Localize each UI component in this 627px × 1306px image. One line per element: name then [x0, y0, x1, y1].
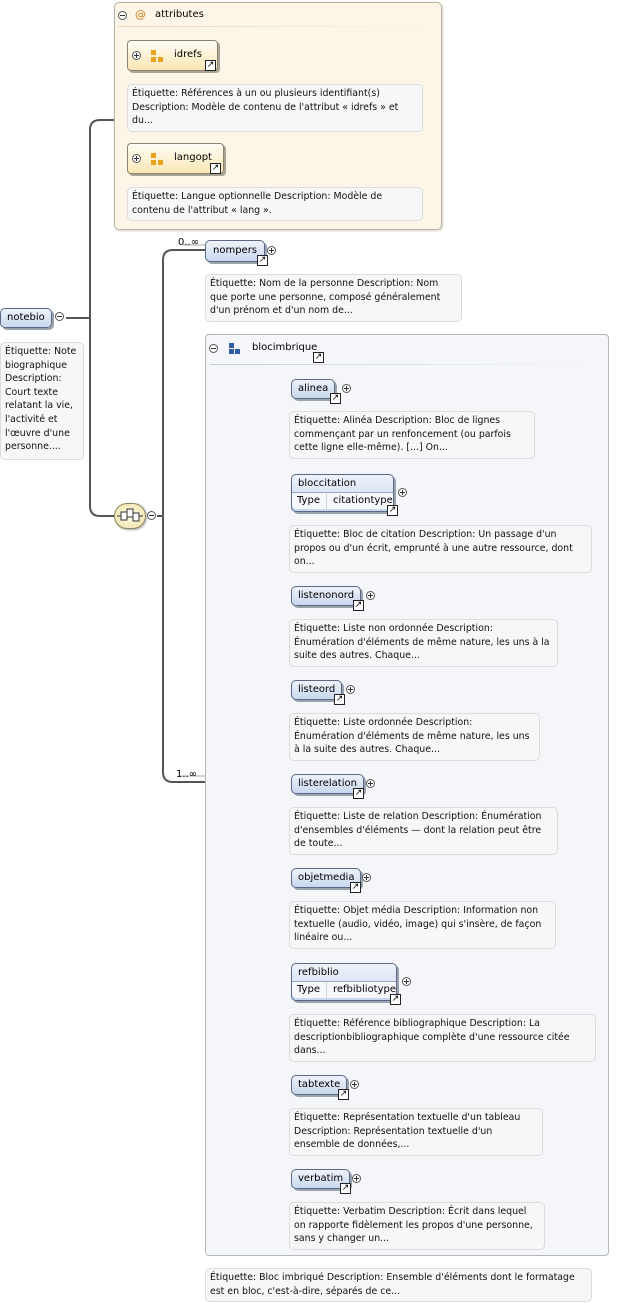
element-name: objetmedia — [298, 872, 355, 883]
element-name: nompers — [213, 245, 258, 256]
occurrence-label: 1..∞ — [176, 769, 198, 780]
attributes-title: attributes — [155, 9, 204, 20]
element-listerelation[interactable]: listerelation — [291, 774, 364, 794]
plus-circle-icon[interactable] — [402, 977, 411, 986]
plus-circle-icon[interactable] — [132, 154, 141, 163]
type-value: citationtype — [332, 495, 393, 506]
attributes-divider — [118, 26, 430, 27]
element-name: bloccitation — [292, 475, 393, 493]
minus-circle-icon[interactable] — [118, 11, 127, 20]
plus-circle-icon[interactable] — [398, 488, 407, 497]
plus-circle-icon[interactable] — [352, 1174, 361, 1183]
attribute-langopt[interactable] — [127, 143, 224, 174]
external-link-icon[interactable]: ↗ — [387, 505, 398, 516]
external-link-icon[interactable]: ↗ — [353, 600, 364, 611]
element-objetmedia[interactable]: objetmedia — [291, 868, 362, 888]
element-name: listerelation — [298, 778, 357, 789]
external-link-icon[interactable]: ↗ — [340, 1183, 351, 1194]
plus-circle-icon[interactable] — [366, 779, 375, 788]
attribute-name: langopt — [174, 152, 212, 163]
element-listeord[interactable]: listeord — [291, 680, 343, 700]
type-row: Type citationtype — [292, 493, 393, 509]
element-name: listeord — [298, 684, 336, 695]
annotation-listeord: Étiquette: Liste ordonnée Description: É… — [289, 713, 540, 761]
annotation-listerelation: Étiquette: Liste de relation Description… — [289, 807, 558, 855]
external-link-icon[interactable]: ↗ — [205, 60, 216, 71]
plus-circle-icon[interactable] — [342, 384, 351, 393]
annotation-nompers: Étiquette: Nom de la personne Descriptio… — [205, 274, 462, 322]
plus-circle-icon[interactable] — [362, 873, 371, 882]
type-label: Type — [297, 982, 327, 998]
attribute-type-icon — [151, 50, 156, 55]
blocimbrique-panel — [205, 334, 609, 1256]
plus-circle-icon[interactable] — [366, 591, 375, 600]
element-refbiblio[interactable]: refbiblio Type refbibliotype — [291, 963, 397, 1001]
external-link-icon[interactable]: ↗ — [210, 163, 221, 174]
element-listenonord[interactable]: listenonord — [291, 586, 362, 606]
annotation-bloccitation: Étiquette: Bloc de citation Description:… — [289, 525, 592, 573]
element-name: listenonord — [298, 590, 355, 601]
annotation-listenonord: Étiquette: Liste non ordonnée Descriptio… — [289, 619, 558, 667]
annotation-blocimbrique: Étiquette: Bloc imbriqué Description: En… — [205, 1268, 592, 1302]
external-link-icon[interactable]: ↗ — [338, 1089, 349, 1100]
plus-circle-icon[interactable] — [132, 51, 141, 60]
minus-circle-icon[interactable] — [209, 344, 218, 353]
blocimbrique-title: blocimbrique — [252, 342, 318, 353]
plus-circle-icon[interactable] — [350, 1080, 359, 1089]
annotation-objetmedia: Étiquette: Objet média Description: Info… — [289, 901, 556, 949]
plus-circle-icon[interactable] — [346, 685, 355, 694]
attribute-idrefs[interactable] — [127, 40, 218, 71]
element-name: tabtexte — [298, 1079, 341, 1090]
annotation-idrefs: Étiquette: Références à un ou plusieurs … — [127, 84, 423, 132]
external-link-icon[interactable]: ↗ — [334, 694, 345, 705]
attribute-type-icon — [151, 160, 156, 165]
blocimbrique-divider — [210, 364, 590, 365]
external-link-icon[interactable]: ↗ — [390, 994, 401, 1005]
external-link-icon[interactable]: ↗ — [257, 255, 268, 266]
element-name: verbatim — [298, 1173, 344, 1184]
plus-circle-icon[interactable] — [267, 246, 276, 255]
attribute-type-icon — [158, 57, 163, 62]
annotation-langopt: Étiquette: Langue optionnelle Descriptio… — [127, 187, 423, 221]
external-link-icon[interactable]: ↗ — [313, 352, 324, 363]
annotation-tabtexte: Étiquette: Représentation textuelle d'un… — [289, 1108, 543, 1156]
minus-circle-icon[interactable] — [147, 511, 156, 520]
external-link-icon[interactable]: ↗ — [353, 788, 364, 799]
attribute-icon: @ — [135, 8, 146, 21]
sequence-compositor-icon[interactable] — [114, 503, 146, 529]
annotation-alinea: Étiquette: Alinéa Description: Bloc de l… — [289, 411, 535, 459]
element-verbatim[interactable]: verbatim — [291, 1169, 351, 1189]
annotation-notebio: Étiquette: Note biographique Description… — [0, 342, 84, 460]
element-tabtexte[interactable]: tabtexte — [291, 1075, 348, 1095]
attribute-type-icon — [151, 153, 156, 158]
attribute-type-icon — [158, 160, 163, 165]
element-notebio[interactable]: notebio — [0, 308, 52, 328]
element-nompers[interactable]: nompers — [205, 240, 266, 262]
element-name: alinea — [298, 383, 329, 394]
element-name: refbiblio — [292, 964, 396, 982]
type-value: refbibliotype — [332, 984, 397, 995]
annotation-refbiblio: Étiquette: Référence bibliographique Des… — [289, 1014, 596, 1062]
minus-circle-icon[interactable] — [55, 312, 64, 321]
element-bloccitation[interactable]: bloccitation Type citationtype — [291, 474, 394, 512]
attribute-type-icon — [151, 57, 156, 62]
external-link-icon[interactable]: ↗ — [330, 393, 341, 404]
complex-type-icon — [227, 341, 241, 355]
attribute-name: idrefs — [174, 49, 202, 60]
element-alinea[interactable]: alinea — [291, 379, 336, 399]
occurrence-label: 0..∞ — [178, 237, 200, 248]
external-link-icon[interactable]: ↗ — [350, 882, 361, 893]
type-label: Type — [297, 493, 327, 509]
element-name: notebio — [7, 312, 45, 323]
type-row: Type refbibliotype — [292, 982, 396, 998]
annotation-verbatim: Étiquette: Verbatim Description: Écrit d… — [289, 1202, 545, 1250]
